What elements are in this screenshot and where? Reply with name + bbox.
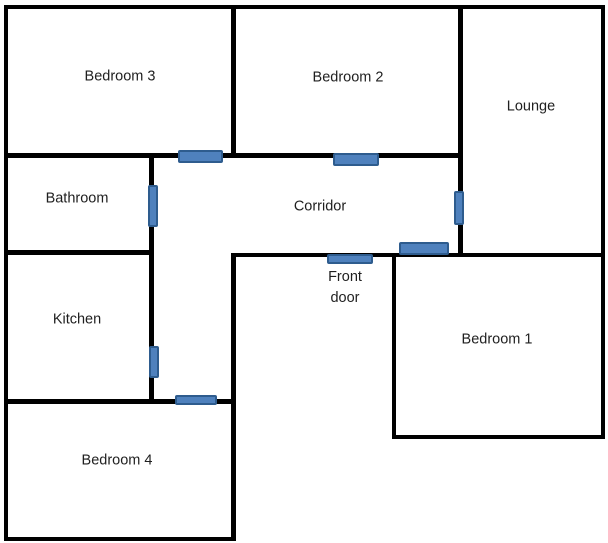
wall-bathroom-kitchen-right — [149, 153, 154, 404]
door-front — [327, 254, 373, 264]
room-label-bedroom1: Bedroom 1 — [461, 331, 533, 348]
front-door-label-line1: Front — [328, 269, 362, 285]
door-lounge — [454, 191, 464, 225]
wall-lounge-left — [458, 5, 463, 257]
wall-outer-top — [4, 5, 605, 9]
wall-bedroom3-bedroom2-divider — [231, 5, 236, 155]
wall-outer-right — [601, 5, 605, 439]
wall-kitchen-bottom — [4, 399, 236, 404]
room-label-bedroom4: Bedroom 4 — [81, 452, 153, 469]
door-bedroom2 — [333, 153, 379, 166]
room-label-lounge: Lounge — [506, 98, 556, 115]
room-label-bedroom2: Bedroom 2 — [312, 69, 384, 86]
room-label-bathroom: Bathroom — [45, 190, 109, 207]
front-door-label-line2: door — [330, 290, 360, 306]
room-label-bedroom3: Bedroom 3 — [84, 68, 156, 85]
wall-bedroom1-left — [392, 253, 396, 439]
wall-bathroom-kitchen-divider — [4, 250, 154, 255]
wall-bedroom1-bottom — [392, 435, 605, 439]
room-label-corridor: Corridor — [293, 198, 347, 215]
room-label-kitchen: Kitchen — [52, 311, 102, 328]
door-bedroom3 — [178, 150, 223, 163]
door-bathroom — [148, 185, 158, 227]
room-label-front-door: Front door — [328, 267, 362, 309]
wall-bedroom4-right — [231, 253, 236, 541]
door-bedroom1 — [399, 242, 449, 255]
wall-bedroom4-bottom — [4, 537, 235, 541]
door-bedroom4 — [175, 395, 217, 405]
wall-front — [231, 253, 605, 257]
wall-outer-left — [4, 5, 8, 541]
door-kitchen — [149, 346, 159, 378]
wall-corridor-top — [4, 153, 463, 158]
